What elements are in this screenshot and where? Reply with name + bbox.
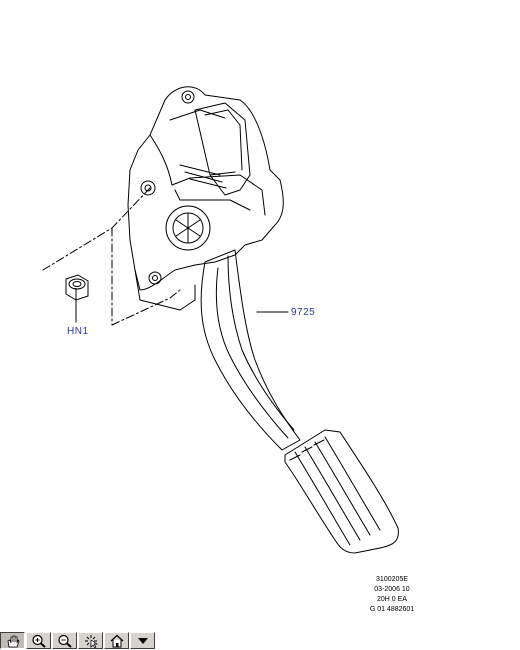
zoom-in-icon <box>31 634 46 648</box>
zoom-out-icon <box>57 634 72 648</box>
callout-9725: 9725 <box>291 307 316 318</box>
code-line: G 01 4882601 <box>369 606 415 613</box>
zoom-out-button[interactable] <box>52 632 77 649</box>
home-button[interactable] <box>104 632 129 649</box>
select-button[interactable] <box>78 632 103 649</box>
pan-button[interactable] <box>0 632 25 649</box>
pedal-housing <box>127 86 284 291</box>
sensor-hub <box>165 205 211 251</box>
connector <box>194 102 251 196</box>
pedal-arm <box>200 249 301 451</box>
mounting-line <box>42 187 151 271</box>
pedal-diagram <box>42 86 399 554</box>
dropdown-button[interactable] <box>130 632 155 649</box>
drawing-code-block: 3100205E 03-2006 10 20H 0 EA G 01 488260… <box>352 575 432 615</box>
home-icon <box>110 634 123 647</box>
pan-hand-icon <box>7 635 19 647</box>
dropdown-arrow-icon <box>137 637 148 644</box>
nut-hn1 <box>65 274 89 301</box>
zoom-in-button[interactable] <box>26 632 51 649</box>
code-line: 3100205E <box>376 576 408 583</box>
code-line: 03-2006 10 <box>374 586 410 593</box>
viewer-toolbar <box>0 632 155 650</box>
code-line: 20H 0 EA <box>377 596 407 603</box>
select-cursor-icon <box>84 634 98 648</box>
pedal-pad <box>284 429 399 554</box>
callout-hn1: HN1 <box>67 326 89 337</box>
